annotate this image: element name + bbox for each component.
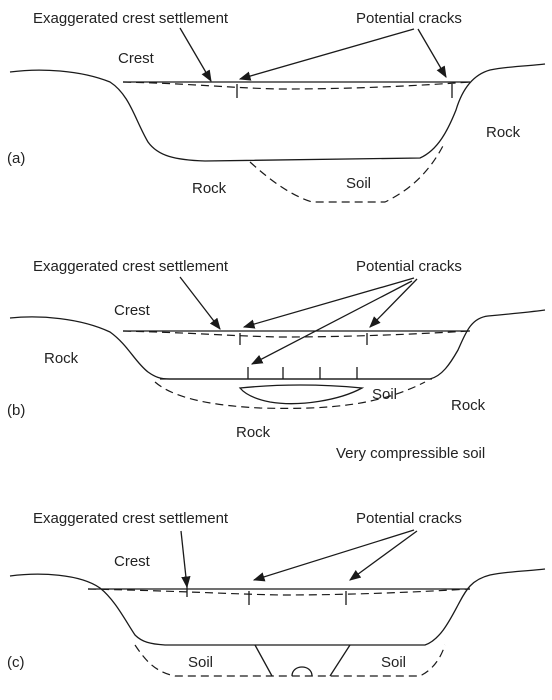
soil-label: Soil xyxy=(346,175,371,192)
trench-arch xyxy=(291,666,313,677)
crest-label: Crest xyxy=(114,553,151,570)
crack-arrow xyxy=(349,530,418,581)
rock-label-left: Rock xyxy=(44,350,79,367)
settled-crest xyxy=(122,81,471,90)
panel-label: (c) xyxy=(7,654,25,671)
panel-label: (b) xyxy=(7,402,25,419)
crack-arrow xyxy=(252,529,415,582)
crack-arrow xyxy=(238,28,415,81)
valley-profile xyxy=(9,568,546,646)
crest-label: Crest xyxy=(114,302,151,319)
panel-a: Exaggerated crest settlement Potential c… xyxy=(7,10,546,203)
settled-crest xyxy=(87,588,471,596)
cracks-label: Potential cracks xyxy=(356,10,462,27)
rock-trench xyxy=(254,644,351,677)
valley-profile xyxy=(9,309,546,380)
crack-arrow xyxy=(250,280,413,365)
compressible-soil-label: Very compressible soil xyxy=(336,445,485,462)
settlement-arrow xyxy=(179,27,212,83)
crack-arrow xyxy=(369,278,418,328)
soil-boundary xyxy=(154,381,426,409)
settled-crest xyxy=(122,330,471,338)
soil-label-left: Soil xyxy=(188,654,213,671)
panel-b: Exaggerated crest settlement Potential c… xyxy=(7,258,546,462)
cracks-label: Potential cracks xyxy=(356,258,462,275)
rock-label-bottom: Rock xyxy=(192,180,227,197)
crack-arrow xyxy=(417,28,447,79)
rock-label-right: Rock xyxy=(451,397,486,414)
panel-c: Exaggerated crest settlement Potential c… xyxy=(7,510,546,677)
settlement-label: Exaggerated crest settlement xyxy=(33,258,229,275)
compressible-soil-lens xyxy=(238,384,365,405)
cracks-label: Potential cracks xyxy=(356,510,462,527)
crack-arrow xyxy=(242,277,415,329)
valley-profile xyxy=(9,63,546,162)
rock-label-bottom: Rock xyxy=(236,424,271,441)
settlement-label: Exaggerated crest settlement xyxy=(33,510,229,527)
settlement-arrow xyxy=(179,276,221,330)
soil-boundary xyxy=(134,644,446,677)
soil-label-right: Soil xyxy=(381,654,406,671)
rock-label-right: Rock xyxy=(486,124,521,141)
crest-label: Crest xyxy=(118,50,155,67)
settlement-arrow xyxy=(180,530,191,589)
settlement-label: Exaggerated crest settlement xyxy=(33,10,229,27)
panel-label: (a) xyxy=(7,150,25,167)
soil-pocket xyxy=(249,141,446,203)
